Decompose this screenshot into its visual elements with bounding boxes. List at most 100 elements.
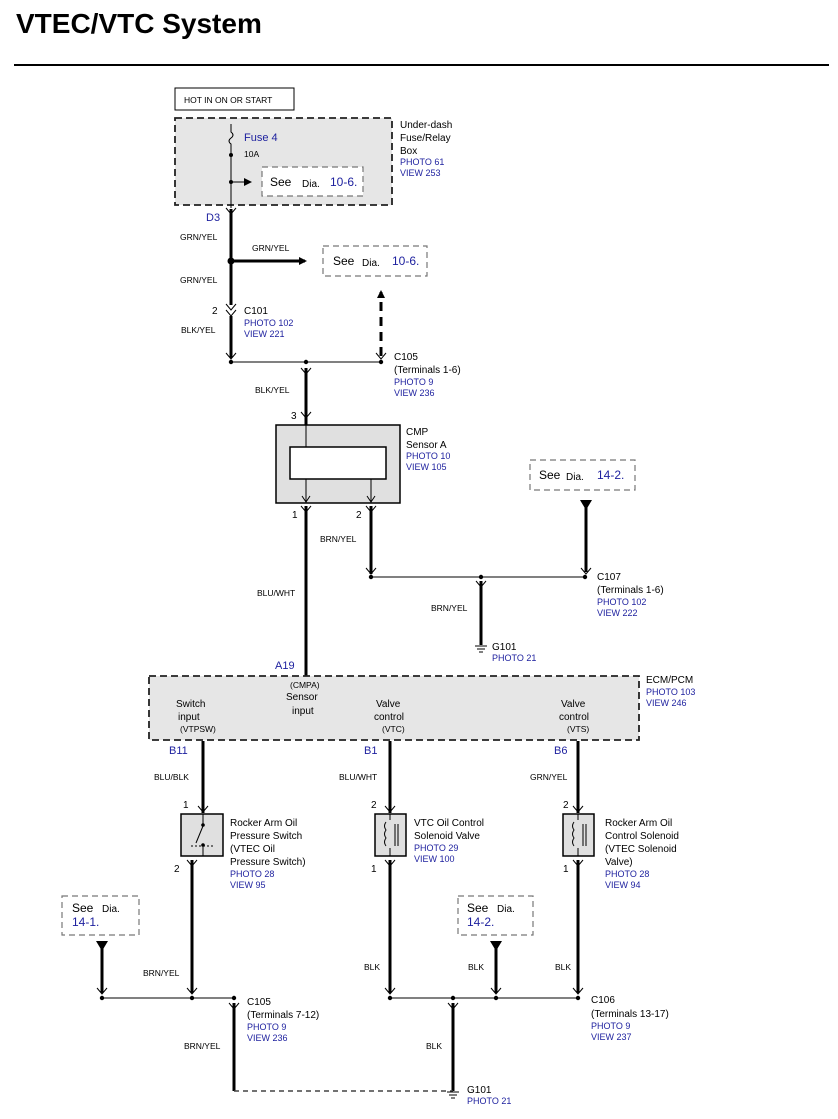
ecm-vtc-l2: control [374,712,404,723]
c101-connector-symbol [225,303,237,317]
rocker-arm-oil-control-solenoid: Rocker Arm Oil Control Solenoid (VTEC So… [562,813,679,890]
fusebox-photo: PHOTO 61 [400,157,444,167]
vts-pin2: 2 [563,800,569,811]
g101-bot-name: G101 [467,1085,492,1096]
g101-top-photo: PHOTO 21 [492,653,536,663]
hot-in-on-or-start-label: HOT IN ON OR START [174,87,295,111]
vtc-label-2: Solenoid Valve [414,831,480,842]
fusebox-name-1: Under-dash [400,120,452,131]
c105-top-view: VIEW 236 [394,388,435,398]
wire-label-grn-yel-branch: GRN/YEL [252,243,290,253]
ecm-vts-l2: control [559,712,589,723]
vtc-view: VIEW 100 [414,854,455,864]
ground-g101-top [475,645,487,653]
cmp-photo: PHOTO 10 [406,451,450,461]
ref-10-6-dia: Dia. [362,258,380,269]
cmp-name-1: CMP [406,427,429,438]
ref-10-6-see: See [333,254,355,268]
ecm-vtc-code: (VTC) [382,724,405,734]
vtc-photo: PHOTO 29 [414,843,458,853]
fuse-ref-see: See [270,175,292,189]
c101-view: VIEW 221 [244,329,285,339]
c105-bot-view: VIEW 236 [247,1033,288,1043]
ref-14-2-bot-dia: Dia. [497,904,515,915]
ref-14-1-num: 14-1. [72,915,99,929]
ref-14-2-bot-see: See [467,901,489,915]
ecm-cmpa-l2: input [292,706,314,717]
ecm-vts-code: (VTS) [567,724,589,734]
cmp-view: VIEW 105 [406,462,447,472]
g101-bot-photo: PHOTO 21 [467,1096,511,1106]
switch-pin2: 2 [174,864,180,875]
c107-photo: PHOTO 102 [597,597,646,607]
vtc-oil-control-solenoid-valve: VTC Oil Control Solenoid Valve PHOTO 29 … [374,813,484,864]
wire-label-blk-vtc: BLK [364,962,380,972]
hot-label-text: HOT IN ON OR START [184,95,272,105]
wire-label-grn-yel-1: GRN/YEL [180,232,218,242]
wire-label-brn-yel-g101: BRN/YEL [431,603,468,613]
fuse-symbol [228,124,234,208]
wire-label-blk-vts: BLK [555,962,571,972]
fuse-name: Fuse 4 [244,132,278,144]
cmp-name-2: Sensor A [406,440,447,451]
wire-label-blu-wht-vtc: BLU/WHT [339,772,377,782]
fusebox-name-3: Box [400,146,417,157]
fusebox-name-2: Fuse/Relay [400,133,451,144]
under-dash-fuse-relay-box: Fuse 4 10A See Dia. 10-6. Under-dash Fus… [174,117,452,224]
ref-14-2-top-num: 14-2. [597,468,624,482]
ref-box-14-1: See Dia. 14-1. [61,895,140,936]
ecm-vtc-l1: Valve [376,699,401,710]
vts-photo: PHOTO 28 [605,869,649,879]
ref-box-10-6: See Dia. 10-6. [322,245,428,277]
vts-label-1: Rocker Arm Oil [605,818,672,829]
wire-label-blu-wht-cmp: BLU/WHT [257,588,295,598]
wire-label-grn-yel-2: GRN/YEL [180,275,218,285]
cmp-pin1: 1 [292,510,298,521]
vts-view: VIEW 94 [605,880,641,890]
vtc-pin2: 2 [371,800,377,811]
cmp-pin3: 3 [291,411,297,422]
ecm-b1: B1 [364,745,377,757]
wire-label-brn-yel-switch: BRN/YEL [143,968,180,978]
wire-label-blk-yel-1: BLK/YEL [181,325,216,335]
ref-14-2-top-dia: Dia. [566,472,584,483]
vts-label-3: (VTEC Solenoid [605,844,677,855]
c107-terms: (Terminals 1-6) [597,585,664,596]
c105-top-terms: (Terminals 1-6) [394,365,461,376]
switch-label-1: Rocker Arm Oil [230,818,297,829]
cmp-sensor-a: CMP Sensor A PHOTO 10 VIEW 105 [275,424,450,504]
ground-g101-bottom [447,1091,459,1099]
page-title: VTEC/VTC System [16,8,262,39]
wire-label-brn-yel-cmp: BRN/YEL [320,534,357,544]
wire-label-blk-yel-2: BLK/YEL [255,385,290,395]
vts-label-4: Valve) [605,857,633,868]
c101-photo: PHOTO 102 [244,318,293,328]
switch-photo: PHOTO 28 [230,869,274,879]
fusebox-terminal-d3: D3 [206,212,220,224]
ref-14-1-see: See [72,901,94,915]
ecm-sw-code: (VTPSW) [180,724,216,734]
ref-box-14-2-top: See Dia. 14-2. [529,459,636,491]
c105-bot-photo: PHOTO 9 [247,1022,286,1032]
c106-photo: PHOTO 9 [591,1021,630,1031]
ref-14-2-bot-num: 14-2. [467,915,494,929]
fusebox-view: VIEW 253 [400,168,441,178]
c106-view: VIEW 237 [591,1032,632,1042]
ref-box-14-2-bottom: See Dia. 14-2. [457,895,534,936]
ecm-sw-l2: input [178,712,200,723]
c101-pin: 2 [212,306,218,317]
g101-top-name: G101 [492,642,517,653]
c107-view: VIEW 222 [597,608,638,618]
wire-label-blk-bottom: BLK [426,1041,442,1051]
c105-bot-name: C105 [247,997,271,1008]
ecm-cmpa-code: (CMPA) [290,680,320,690]
c106-name: C106 [591,995,615,1006]
switch-pin1: 1 [183,800,189,811]
ecm-a19: A19 [275,660,295,672]
c105-top-photo: PHOTO 9 [394,377,433,387]
vtc-pin1: 1 [371,864,377,875]
switch-label-4: Pressure Switch) [230,857,306,868]
fuse-rating: 10A [244,149,259,159]
ref-10-6-num: 10-6. [392,254,419,268]
